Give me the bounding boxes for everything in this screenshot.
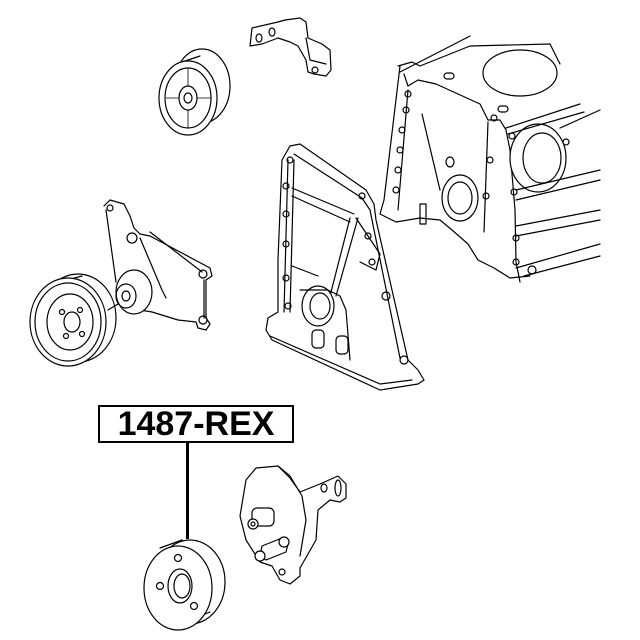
crank-pulley-drawing <box>30 274 118 366</box>
pump-housing-drawing <box>240 466 346 584</box>
bracket-top-drawing <box>250 18 331 76</box>
part-number-text: 1487-REX <box>117 405 275 443</box>
engine-block-drawing <box>380 36 600 282</box>
tensioner-assembly-drawing <box>104 200 212 330</box>
pulley-damper-drawing <box>144 540 225 630</box>
leader-line <box>186 443 189 539</box>
part-number-label: 1487-REX <box>98 405 294 443</box>
timing-cover-drawing <box>266 144 424 390</box>
idler-pulley-drawing <box>159 49 230 135</box>
